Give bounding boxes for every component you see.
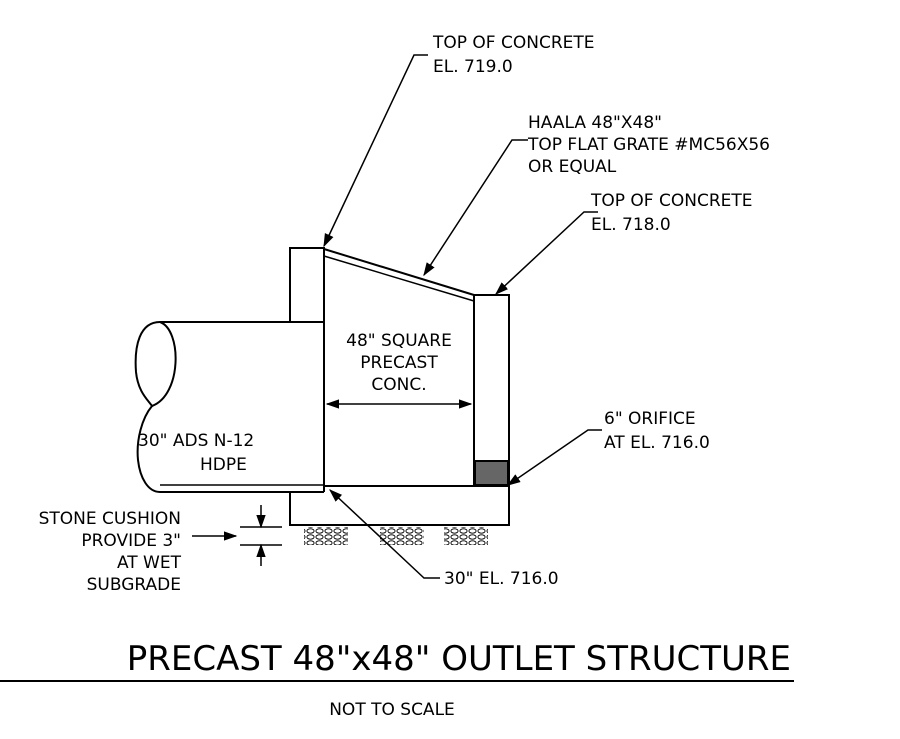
orifice-line2: AT EL. 716.0 <box>604 433 710 453</box>
grate-line1: HAALA 48"X48" <box>528 113 662 133</box>
orifice-line1: 6" ORIFICE <box>604 409 696 429</box>
top-concrete-2-line2: EL. 718.0 <box>591 215 671 235</box>
stone-cushion <box>304 527 488 545</box>
top-concrete-1-line1: TOP OF CONCRETE <box>432 33 595 53</box>
pipe-line2: HDPE <box>200 455 247 475</box>
grate-line3: OR EQUAL <box>528 157 617 177</box>
leader-grate <box>423 139 528 277</box>
stone-cushion-dimension <box>192 505 282 566</box>
leader-top-concrete-2 <box>495 211 598 295</box>
stone-line3: AT WET <box>117 553 182 573</box>
orifice-block <box>474 460 509 486</box>
drawing-subtitle: NOT TO SCALE <box>329 700 455 720</box>
drawing-title: PRECAST 48"x48" OUTLET STRUCTURE <box>127 639 791 679</box>
left-wall <box>289 247 325 323</box>
top-concrete-1-line2: EL. 719.0 <box>433 57 513 77</box>
pipe-line1: 30" ADS N-12 <box>138 431 254 451</box>
invert-label: 30" EL. 716.0 <box>444 569 559 589</box>
stone-line2: PROVIDE 3" <box>81 531 181 551</box>
base-slab <box>289 485 510 526</box>
grate-line2: TOP FLAT GRATE #MC56X56 <box>527 135 770 155</box>
stone-line1: STONE CUSHION <box>39 509 181 529</box>
leader-orifice <box>506 429 602 486</box>
box-line3: CONC. <box>371 375 426 395</box>
box-line2: PRECAST <box>360 353 438 373</box>
top-flat-grate <box>323 248 475 302</box>
top-concrete-2-line1: TOP OF CONCRETE <box>590 191 753 211</box>
leader-top-concrete-1 <box>323 54 428 248</box>
stone-line4: SUBGRADE <box>87 575 181 595</box>
right-wall <box>473 294 510 487</box>
box-line1: 48" SQUARE <box>346 331 452 351</box>
leader-invert <box>329 489 440 579</box>
hdpe-pipe <box>134 321 325 493</box>
